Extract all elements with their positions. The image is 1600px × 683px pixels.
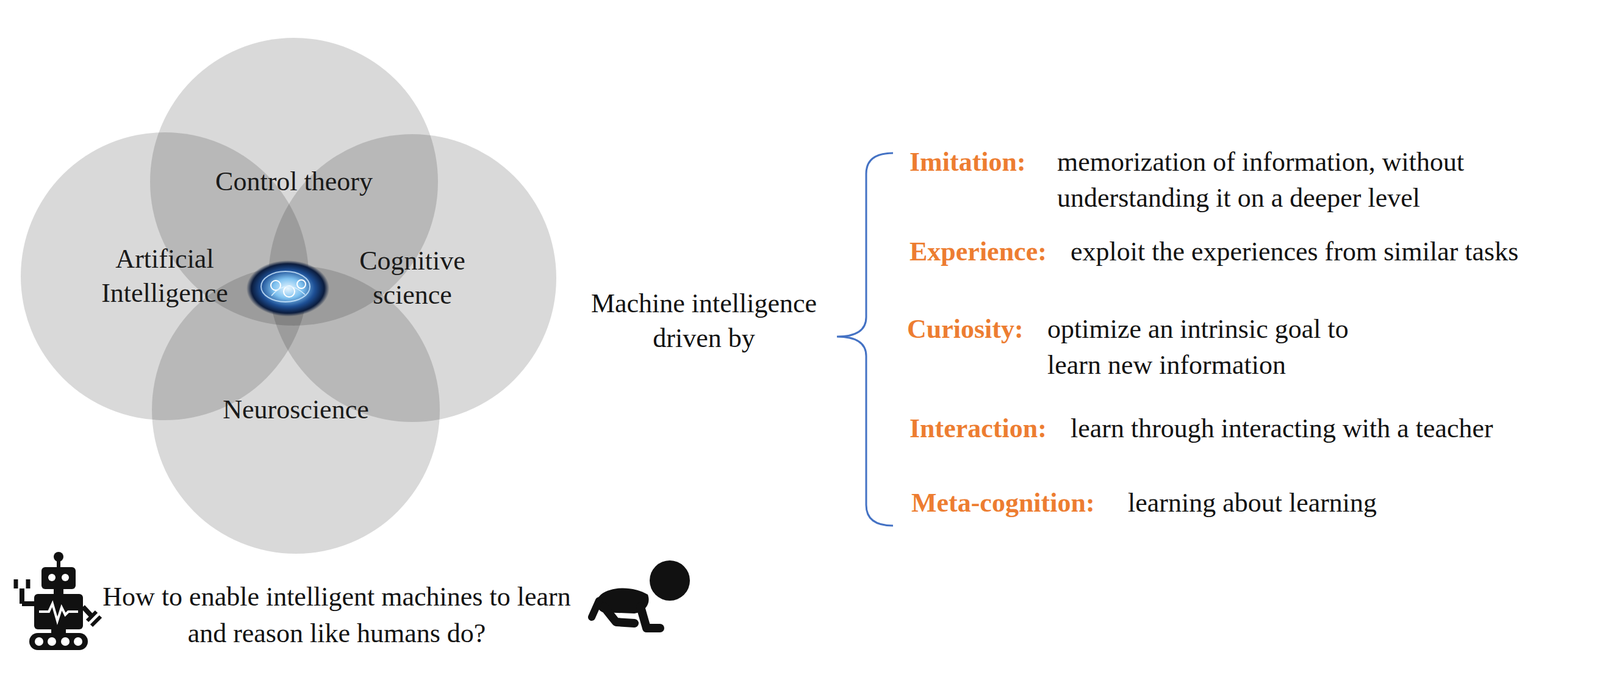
circle-fill bbox=[151, 265, 440, 554]
circle-label: Artificial Intelligence bbox=[85, 242, 244, 311]
curly-bracket bbox=[836, 153, 894, 526]
circle-text-group: Neuroscience bbox=[179, 392, 412, 427]
baby-icon bbox=[591, 560, 690, 629]
driver-heading: Interaction: bbox=[909, 410, 1047, 447]
driver-heading: Experience: bbox=[909, 233, 1047, 270]
caption-text: Machine intelligence driven by bbox=[563, 286, 845, 356]
circle-text-group: Control theory bbox=[178, 164, 410, 199]
circle-text-group: Artificial Intelligence bbox=[85, 242, 244, 311]
circle-label: Neuroscience bbox=[179, 392, 412, 427]
circle-label: Control theory bbox=[178, 164, 410, 199]
circle-text-group: Cognitive science bbox=[342, 243, 483, 313]
driver-description: exploit the experiences from similar tas… bbox=[1070, 233, 1519, 270]
driver-heading: Meta-cognition: bbox=[911, 484, 1095, 521]
driver-heading: Imitation: bbox=[909, 143, 1027, 180]
driver-description: optimize an intrinsic goal to learn new … bbox=[1047, 311, 1371, 384]
driver-heading: Curiosity: bbox=[907, 311, 1024, 348]
robot-icon bbox=[15, 552, 101, 651]
circle-label: Cognitive science bbox=[342, 243, 483, 313]
brain-glow bbox=[246, 260, 330, 317]
caption-text: How to enable intelligent machines to le… bbox=[86, 578, 587, 653]
driver-description: memorization of information, without und… bbox=[1057, 143, 1546, 216]
driver-description: learn through interacting with a teacher bbox=[1070, 410, 1494, 447]
driver-description: learning about learning bbox=[1127, 484, 1377, 521]
